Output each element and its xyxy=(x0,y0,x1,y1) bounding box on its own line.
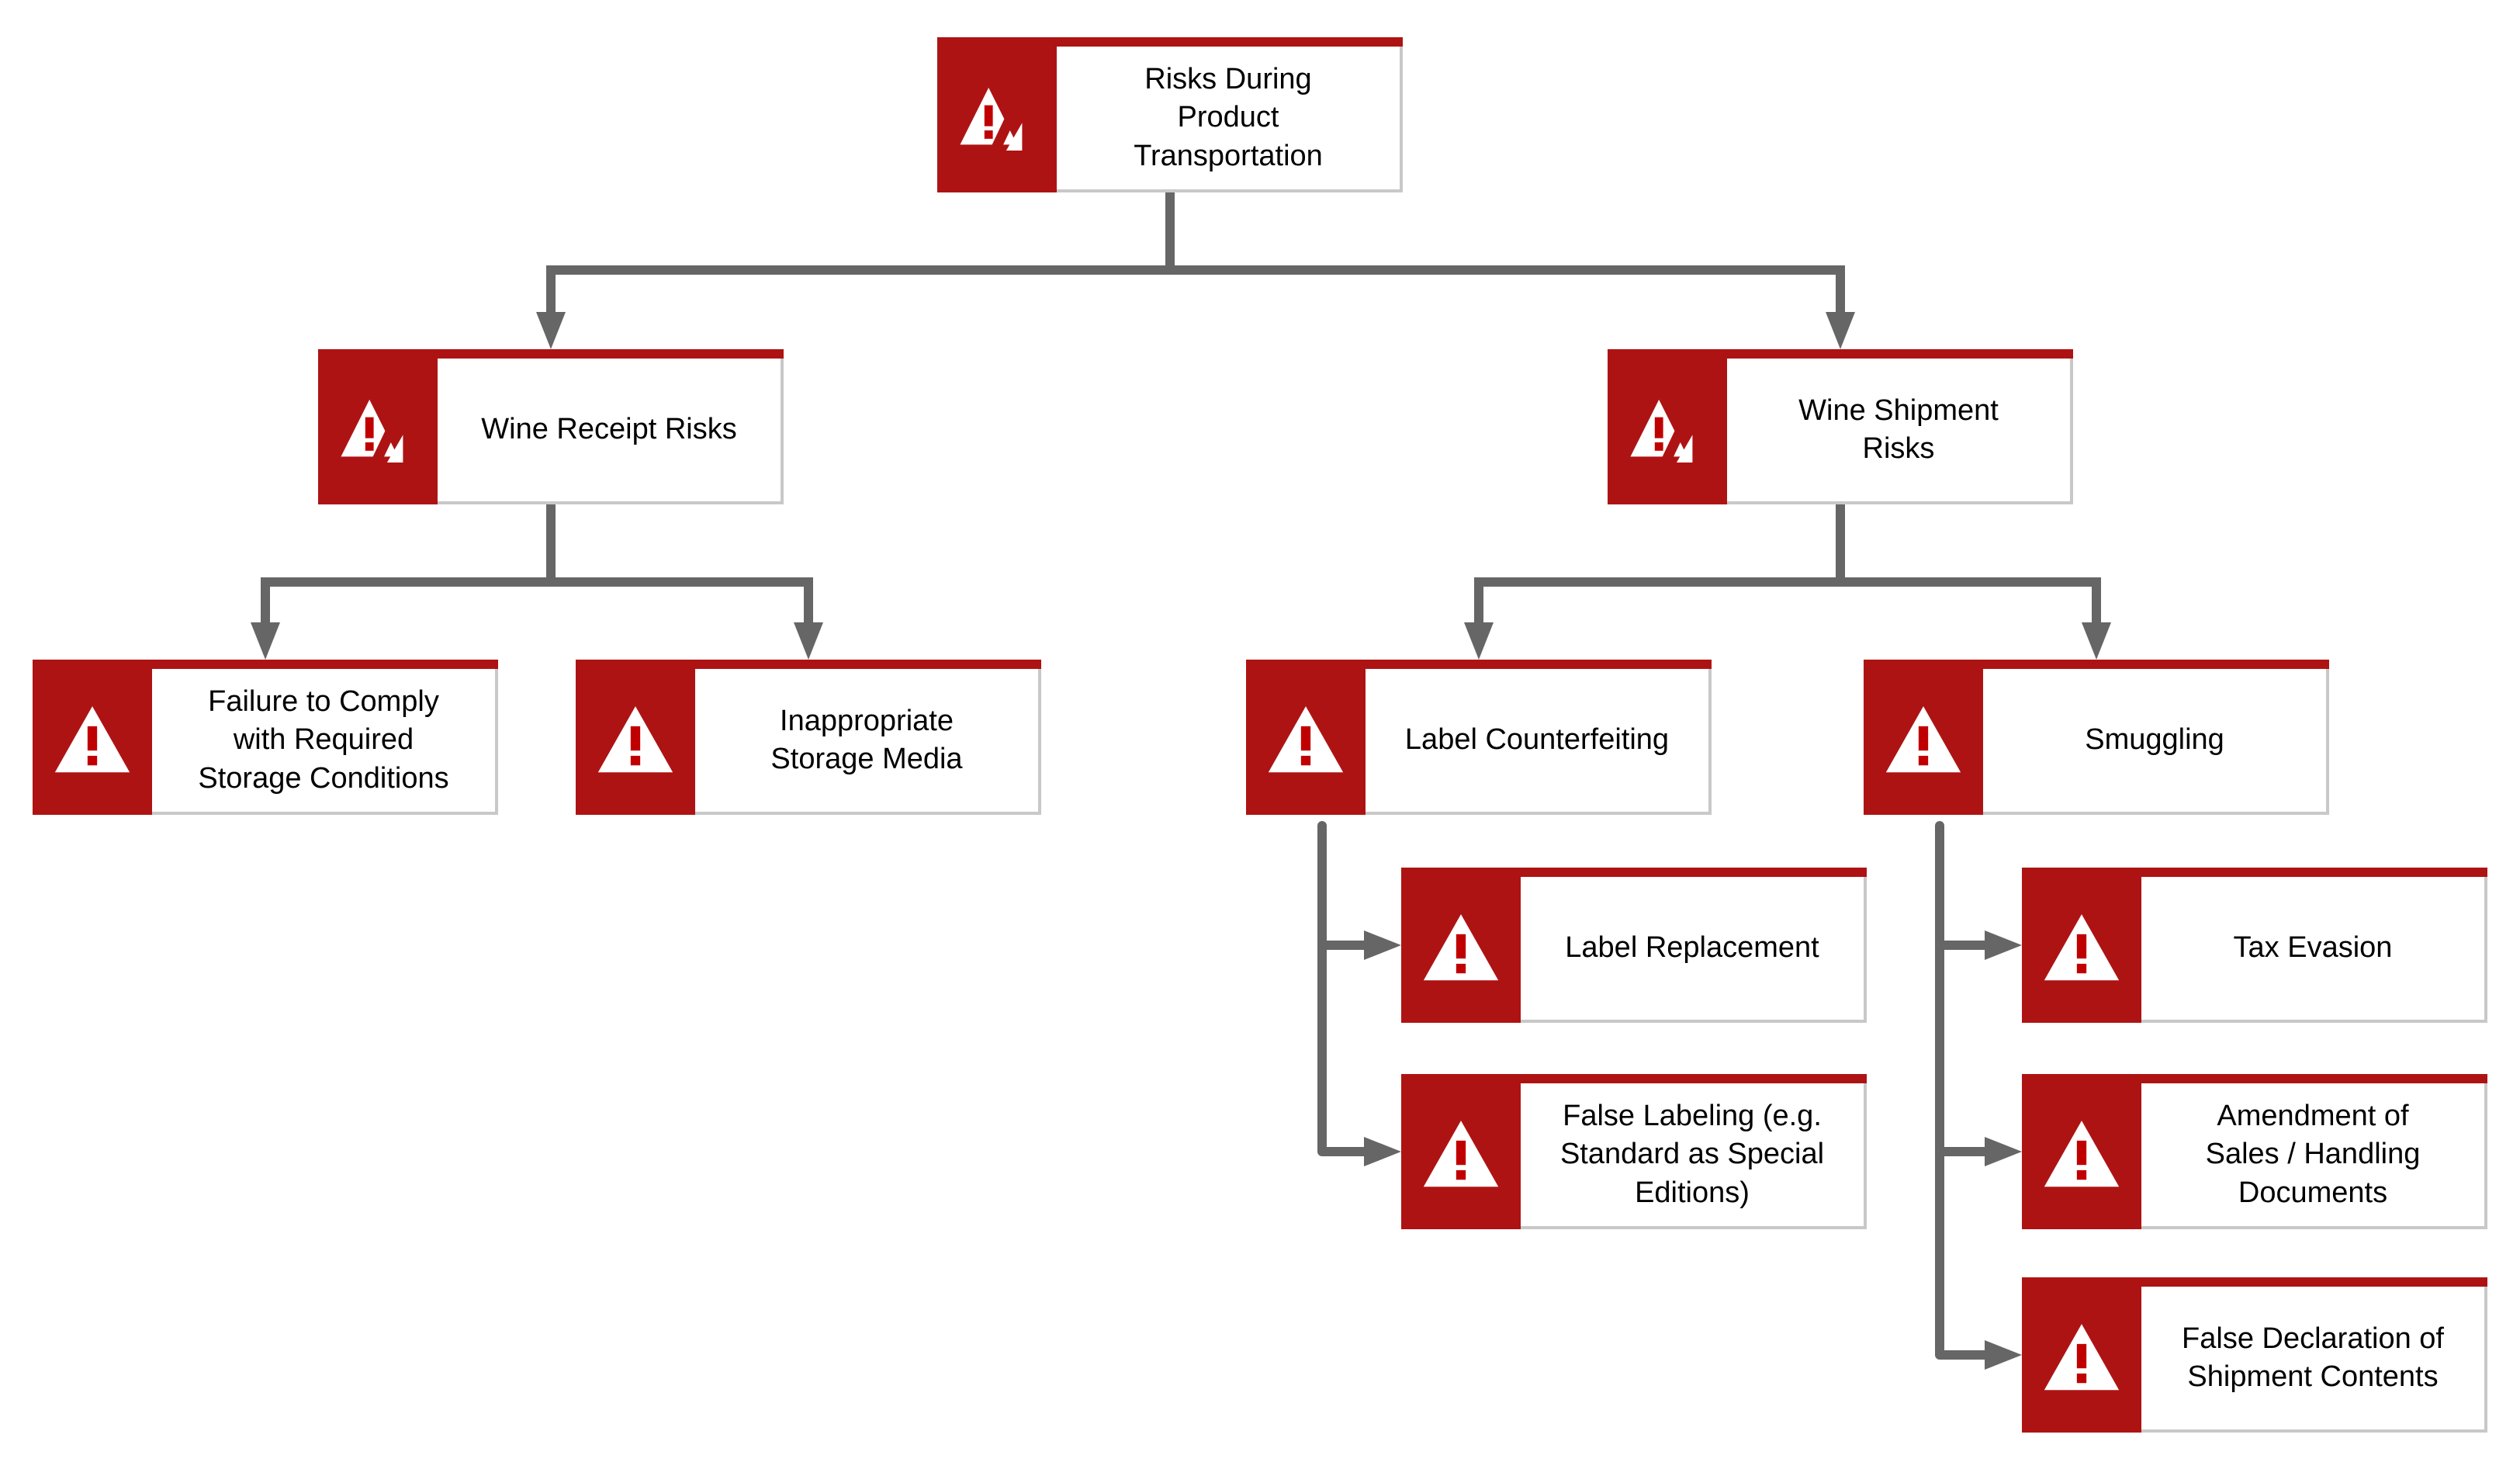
warning-icon xyxy=(1418,906,1504,993)
node-label: Tax Evasion xyxy=(2233,931,2393,965)
arrowhead-down xyxy=(1464,622,1494,660)
arrowhead-down xyxy=(251,622,280,660)
node-text-box: Risks During Product Transportation xyxy=(1057,47,1403,192)
connector-wine-shipment xyxy=(1474,504,2101,627)
arrowhead-down xyxy=(2082,622,2111,660)
warning-folded-icon xyxy=(955,78,1039,161)
node-label: Amendment of Sales / Handling Documents xyxy=(2205,1099,2421,1209)
connector-label-counterfeiting-branches xyxy=(1322,941,1369,1156)
node-text-box: Failure to Comply with Required Storage … xyxy=(152,669,498,815)
node-tax-evasion: Tax Evasion xyxy=(2022,868,2487,1023)
arrowhead-right xyxy=(1985,1137,2022,1166)
connector-root xyxy=(546,192,1845,317)
node-label: Wine Receipt Risks xyxy=(481,413,737,446)
arrowhead-down xyxy=(536,312,566,349)
warning-icon xyxy=(2038,1113,2125,1200)
warning-icon xyxy=(49,698,136,785)
node-label: Smuggling xyxy=(2085,723,2224,757)
node-label: Label Counterfeiting xyxy=(1404,723,1670,757)
warning-icon xyxy=(1262,698,1349,785)
node-root: Risks During Product Transportation xyxy=(937,37,1403,192)
arrowhead-right xyxy=(1364,930,1401,960)
node-label: Wine Shipment Risks xyxy=(1798,393,1999,465)
node-false-declaration: False Declaration of Shipment Contents xyxy=(2022,1277,2487,1433)
warning-icon xyxy=(2038,906,2125,993)
node-label: Inappropriate Storage Media xyxy=(770,704,963,775)
node-text-box: Inappropriate Storage Media xyxy=(695,669,1041,815)
connector-wine-receipt xyxy=(261,504,813,627)
node-label: Label Replacement xyxy=(1565,931,1819,965)
warning-icon xyxy=(2038,1316,2125,1403)
warning-icon xyxy=(1880,698,1967,785)
node-wine-shipment: Wine Shipment Risks xyxy=(1608,349,2073,504)
arrowhead-down xyxy=(794,622,823,660)
warning-icon xyxy=(1418,1113,1504,1200)
arrowhead-right xyxy=(1985,930,2022,960)
node-text-box: Wine Shipment Risks xyxy=(1727,359,2073,504)
node-text-box: Tax Evasion xyxy=(2141,877,2487,1023)
node-storage-conditions: Failure to Comply with Required Storage … xyxy=(33,660,498,815)
node-label: Failure to Comply with Required Storage … xyxy=(198,684,449,795)
node-text-box: False Declaration of Shipment Contents xyxy=(2141,1287,2487,1433)
arrowhead-right xyxy=(1985,1340,2022,1370)
node-label: False Declaration of Shipment Contents xyxy=(2182,1322,2444,1393)
arrowhead-right xyxy=(1364,1137,1401,1166)
node-text-box: Label Counterfeiting xyxy=(1366,669,1712,815)
node-text-box: Wine Receipt Risks xyxy=(438,359,784,504)
node-false-labeling: False Labeling (e.g. Standard as Special… xyxy=(1401,1074,1867,1229)
node-text-box: False Labeling (e.g. Standard as Special… xyxy=(1521,1083,1867,1229)
node-label-counterfeiting: Label Counterfeiting xyxy=(1246,660,1712,815)
node-label: Risks During Product Transportation xyxy=(1134,62,1323,172)
warning-folded-icon xyxy=(1625,390,1709,473)
node-smuggling: Smuggling xyxy=(1864,660,2329,815)
node-amendment-documents: Amendment of Sales / Handling Documents xyxy=(2022,1074,2487,1229)
node-label: False Labeling (e.g. Standard as Special… xyxy=(1559,1099,1825,1209)
node-text-box: Smuggling xyxy=(1983,669,2329,815)
node-text-box: Label Replacement xyxy=(1521,877,1867,1023)
connector-smuggling-branches xyxy=(1940,941,1989,1360)
node-storage-media: Inappropriate Storage Media xyxy=(576,660,1041,815)
arrowhead-down xyxy=(1826,312,1855,349)
warning-icon xyxy=(592,698,679,785)
warning-folded-icon xyxy=(336,390,420,473)
node-label-replacement: Label Replacement xyxy=(1401,868,1867,1023)
node-wine-receipt: Wine Receipt Risks xyxy=(318,349,784,504)
node-text-box: Amendment of Sales / Handling Documents xyxy=(2141,1083,2487,1229)
